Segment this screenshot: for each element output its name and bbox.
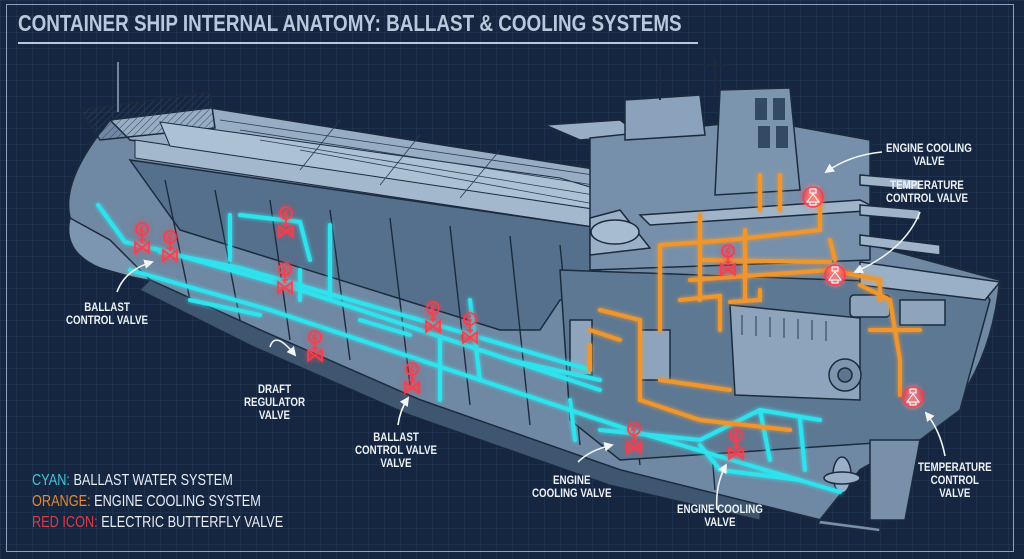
callout-label: ENGINE COOLING VALVE xyxy=(677,504,763,529)
diagram-title: CONTAINER SHIP INTERNAL ANATOMY: BALLAST… xyxy=(18,10,682,36)
bridge-deck xyxy=(624,94,706,141)
temperature-valve-icon xyxy=(802,186,824,208)
legend-text: BALLAST WATER SYSTEM xyxy=(69,472,233,489)
legend-item-cooling: ORANGE: ENGINE COOLING SYSTEM xyxy=(32,491,283,512)
heat-exchanger xyxy=(639,329,671,381)
callout-draft-regulator-valve: DRAFT REGULATOR VALVE xyxy=(244,384,305,423)
title-underline xyxy=(18,42,698,44)
temperature-valve-icon xyxy=(824,264,846,286)
callout-label: ENGINE COOLING VALVE xyxy=(532,475,612,500)
ballast-pipes xyxy=(96,203,842,494)
callout-arrows xyxy=(116,151,946,511)
callout-engine-cooling-valve-2: ENGINE COOLING VALVE xyxy=(677,504,763,530)
callout-ballast-control-valve-2: BALLAST CONTROL VALVE VALVE xyxy=(355,432,437,471)
callout-label: TEMPERATURE CONTROL VALVE xyxy=(886,180,969,205)
callout-engine-cooling-valve-top: ENGINE COOLING VALVE xyxy=(886,143,972,169)
funnel-vents xyxy=(755,98,788,148)
callout-label: DRAFT REGULATOR VALVE xyxy=(244,384,306,422)
stern xyxy=(816,439,921,533)
legend-key: CYAN: xyxy=(32,472,70,489)
callout-temperature-control-valve-top: TEMPERATURE CONTROL VALVE xyxy=(886,180,968,206)
callout-label: BALLAST CONTROL VALVE VALVE xyxy=(355,432,438,470)
bulbous-bow xyxy=(67,216,152,281)
legend: CYAN: BALLAST WATER SYSTEM ORANGE: ENGIN… xyxy=(32,470,283,533)
main-engine xyxy=(729,304,861,401)
callout-temperature-control-valve-bottom: TEMPERATURE CONTROL VALVE xyxy=(918,462,992,501)
legend-text: ENGINE COOLING SYSTEM xyxy=(90,493,261,510)
legend-item-valve: RED ICON: ELECTRIC BUTTERFLY VALVE xyxy=(32,512,283,533)
temperature-valve-icon xyxy=(902,386,924,408)
legend-text: ELECTRIC BUTTERFLY VALVE xyxy=(97,514,284,531)
callout-label: TEMPERATURE CONTROL VALVE xyxy=(918,462,992,500)
callout-engine-cooling-valve-1: ENGINE COOLING VALVE xyxy=(532,475,611,501)
callout-label: BALLAST CONTROL VALVE xyxy=(66,302,149,327)
legend-key: ORANGE: xyxy=(32,493,91,510)
engine-room xyxy=(559,261,1002,461)
legend-item-ballast: CYAN: BALLAST WATER SYSTEM xyxy=(32,470,283,491)
callout-ballast-control-valve-1: BALLAST CONTROL VALVE xyxy=(66,302,148,328)
hatch-lines xyxy=(219,119,601,206)
legend-key: RED ICON: xyxy=(32,514,98,531)
callout-label: ENGINE COOLING VALVE xyxy=(886,143,972,168)
rudder xyxy=(869,439,921,521)
